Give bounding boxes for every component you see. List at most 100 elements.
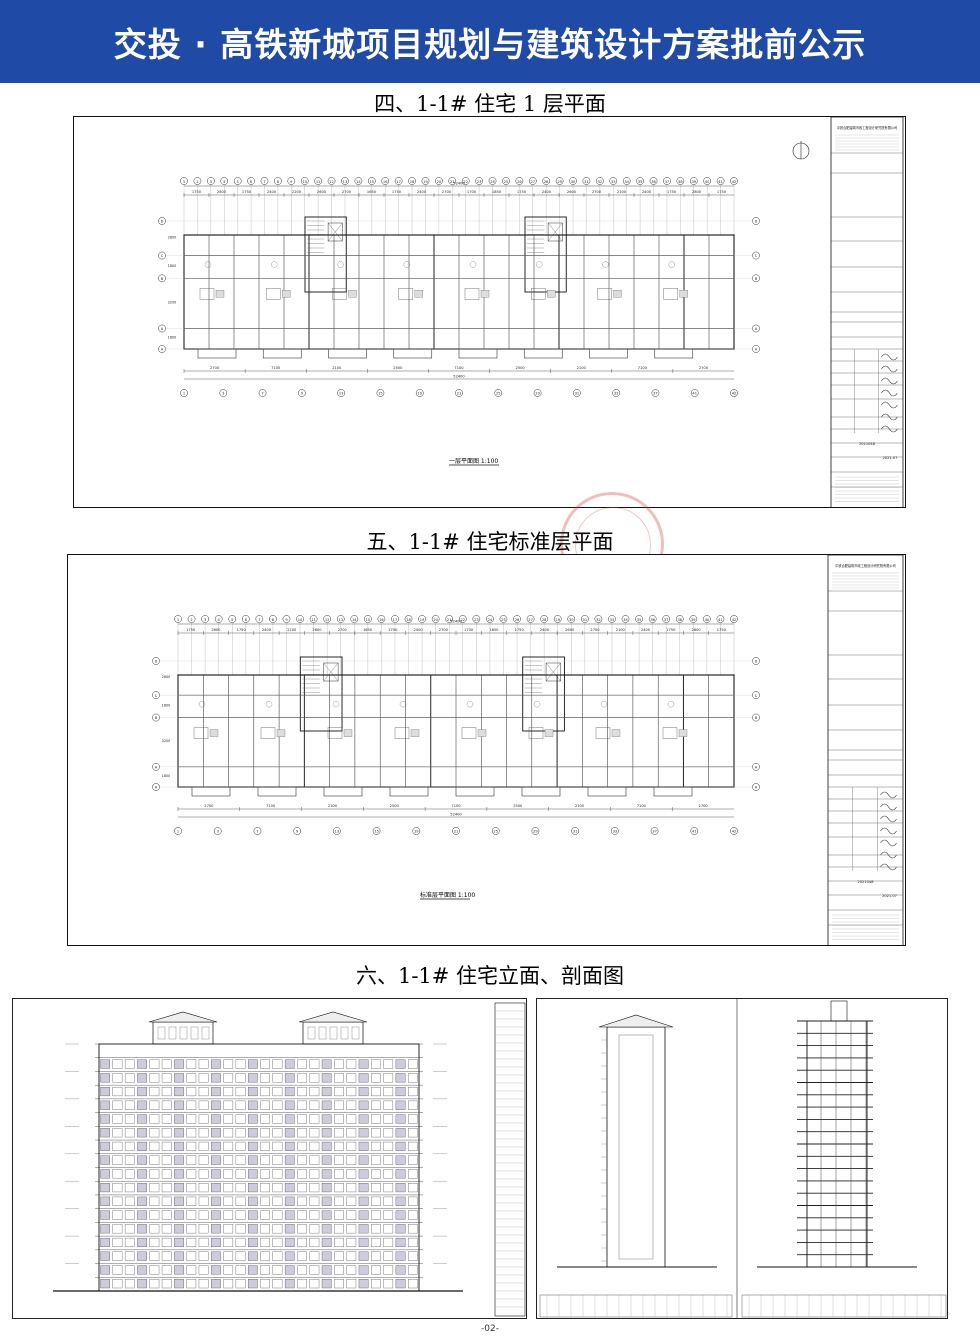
dimension-label-top: 1750 bbox=[515, 628, 525, 632]
window bbox=[408, 1169, 418, 1179]
window bbox=[309, 1086, 320, 1097]
window bbox=[297, 1237, 307, 1248]
axis-bubble-bottom bbox=[337, 389, 345, 397]
axis-bubble-top bbox=[255, 615, 264, 623]
axis-bubble-left bbox=[158, 217, 166, 225]
window bbox=[309, 1128, 320, 1138]
window bbox=[174, 1086, 184, 1097]
window bbox=[309, 1196, 320, 1206]
window bbox=[309, 1114, 320, 1124]
furniture-bed bbox=[332, 288, 347, 300]
axis-bubble-bottom bbox=[258, 389, 267, 397]
stair-core bbox=[524, 216, 567, 293]
fixture bbox=[667, 701, 675, 708]
window bbox=[235, 1114, 246, 1124]
window bbox=[260, 1155, 270, 1165]
dimension-label-left: 3200 bbox=[168, 300, 177, 304]
window bbox=[174, 1169, 184, 1179]
window bbox=[272, 1169, 283, 1179]
window bbox=[321, 1086, 332, 1097]
window bbox=[358, 1128, 369, 1138]
axis-label-top: 12 bbox=[329, 180, 334, 184]
window bbox=[248, 1224, 258, 1234]
window bbox=[248, 1169, 258, 1179]
window bbox=[137, 1169, 147, 1179]
window bbox=[260, 1114, 270, 1124]
window bbox=[149, 1183, 160, 1193]
window bbox=[284, 1100, 295, 1110]
balcony bbox=[455, 786, 495, 797]
window bbox=[321, 1251, 332, 1261]
dimension-label-top: 2400 bbox=[414, 628, 424, 632]
axis-label-top: 10 bbox=[298, 618, 303, 622]
window bbox=[223, 1114, 234, 1124]
axis-label-top: 35 bbox=[637, 618, 642, 622]
window bbox=[248, 1237, 258, 1248]
window bbox=[186, 1265, 197, 1275]
window bbox=[112, 1128, 123, 1138]
window bbox=[371, 1100, 381, 1110]
window bbox=[371, 1265, 381, 1275]
axis-label-top: 38 bbox=[677, 618, 682, 622]
window bbox=[211, 1224, 221, 1234]
dimension-label-top: 2700 bbox=[342, 190, 352, 194]
window bbox=[186, 1155, 197, 1165]
dimension-label-bottom: 2700 bbox=[204, 804, 214, 808]
dimension-label-left: 1800 bbox=[168, 264, 177, 268]
window bbox=[334, 1224, 344, 1234]
furniture-bed bbox=[464, 288, 480, 300]
window bbox=[395, 1183, 406, 1193]
window bbox=[112, 1155, 123, 1165]
dimension-label-top: 1850 bbox=[489, 628, 499, 632]
window bbox=[124, 1059, 135, 1069]
window bbox=[309, 1169, 320, 1179]
axis-label-top: 5 bbox=[237, 180, 239, 184]
title-block-date: 2021.07 bbox=[883, 456, 898, 460]
axis-bubble-bottom bbox=[612, 389, 620, 397]
window bbox=[321, 1183, 332, 1193]
axis-label-bottom: 33 bbox=[613, 830, 618, 834]
axis-label-top: 39 bbox=[691, 180, 696, 184]
window bbox=[297, 1224, 307, 1234]
window bbox=[223, 1265, 234, 1275]
banner-title: 交投 · 高铁新城项目规划与建筑设计方案批前公示 bbox=[113, 24, 867, 64]
balcony bbox=[521, 786, 561, 797]
window bbox=[161, 1059, 172, 1069]
furniture-bed bbox=[597, 288, 612, 300]
window bbox=[235, 1128, 246, 1138]
pavilion-window bbox=[168, 1026, 177, 1040]
window bbox=[248, 1155, 258, 1165]
window bbox=[211, 1155, 221, 1165]
axis-label-bottom: 31 bbox=[573, 830, 578, 834]
axis-label-top: 39 bbox=[691, 618, 696, 622]
window bbox=[334, 1073, 344, 1083]
axis-bubble-top bbox=[282, 615, 291, 623]
fixture bbox=[337, 261, 344, 268]
axis-bubble-top bbox=[716, 615, 725, 623]
window bbox=[272, 1196, 283, 1206]
window bbox=[211, 1114, 221, 1124]
axis-label-right: A bbox=[755, 765, 758, 769]
window bbox=[112, 1100, 123, 1110]
page-number: -02- bbox=[481, 1324, 499, 1334]
dimension-label-top: 1750 bbox=[666, 628, 676, 632]
axis-label-bottom: 25 bbox=[496, 392, 501, 396]
signature-mark bbox=[880, 851, 897, 859]
dimension-label-bottom: 7100 bbox=[454, 366, 464, 370]
window bbox=[346, 1155, 357, 1165]
window bbox=[272, 1100, 283, 1110]
banner: 交投 · 高铁新城项目规划与建筑设计方案批前公示 bbox=[0, 0, 980, 83]
fixture bbox=[600, 701, 608, 708]
window bbox=[186, 1073, 197, 1083]
window bbox=[284, 1169, 295, 1179]
axis-bubble-right bbox=[752, 762, 760, 771]
window bbox=[297, 1210, 307, 1220]
window bbox=[358, 1086, 369, 1097]
axis-label-top: 3 bbox=[210, 180, 212, 184]
section-title-first-floor: 四、1-1# 住宅 1 层平面 bbox=[374, 92, 606, 116]
window bbox=[137, 1059, 147, 1069]
window bbox=[149, 1059, 160, 1069]
